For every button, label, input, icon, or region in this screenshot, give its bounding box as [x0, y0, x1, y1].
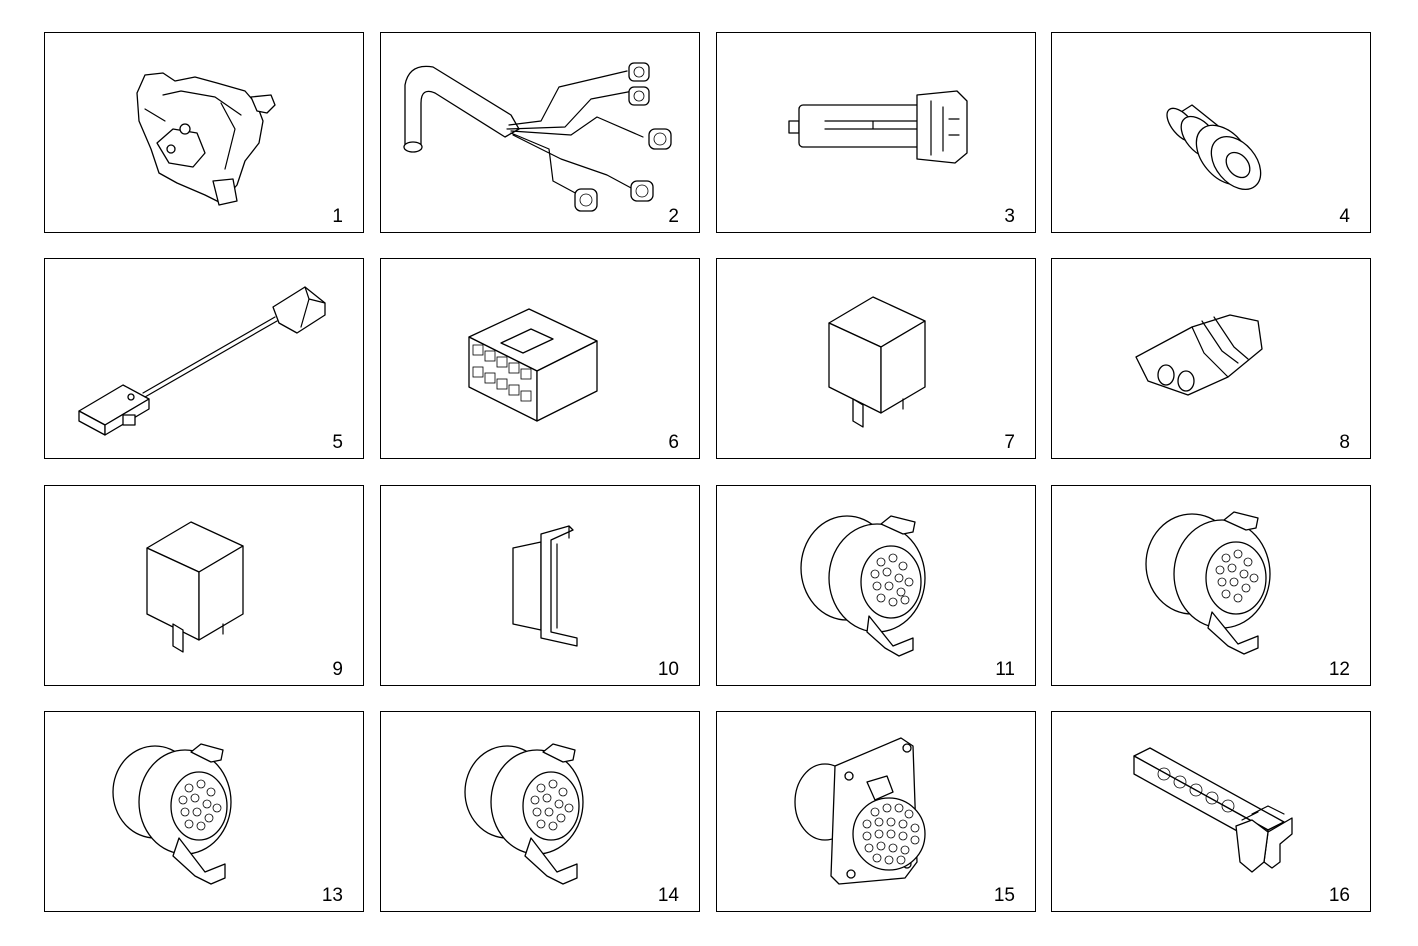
part-cell-10[interactable]: 10 — [380, 485, 700, 686]
part-cell-7[interactable]: 7 — [716, 258, 1036, 459]
panel-connector-icon — [512, 525, 578, 647]
part-number: 5 — [332, 432, 343, 453]
multi-pin-block-connector-icon — [468, 308, 598, 422]
part-number: 12 — [1328, 659, 1350, 680]
part-number: 10 — [657, 659, 679, 680]
part-number: 16 — [1328, 885, 1350, 906]
wiring-harness-icon — [403, 62, 672, 212]
circular-connector-icon — [800, 515, 926, 657]
sensor-cable-icon — [78, 286, 326, 436]
circular-connector-icon — [464, 743, 584, 885]
pin-array — [870, 553, 914, 607]
fuse-slot-row — [1157, 767, 1235, 813]
two-pin-connector-icon — [1135, 314, 1263, 396]
valve-housing-connector-icon — [136, 72, 276, 206]
part-cell-6[interactable]: 6 — [380, 258, 700, 459]
part-number: 14 — [657, 885, 679, 906]
part-cell-4[interactable]: 4 — [1051, 32, 1371, 233]
part-number: 13 — [321, 885, 343, 906]
relay-icon — [828, 296, 926, 428]
part-cell-2[interactable]: 2 — [380, 32, 700, 233]
part-number: 7 — [1004, 432, 1015, 453]
part-number: 2 — [668, 206, 679, 227]
relay-icon — [146, 521, 244, 653]
part-number: 4 — [1339, 206, 1350, 227]
part-cell-11[interactable]: 11 — [716, 485, 1036, 686]
part-number: 8 — [1339, 432, 1350, 453]
pin-array — [178, 779, 222, 831]
part-number: 15 — [993, 885, 1015, 906]
part-cell-8[interactable]: 8 — [1051, 258, 1371, 459]
pin-cavity-grid — [472, 344, 532, 402]
circular-connector-icon — [1145, 511, 1271, 655]
part-cell-15[interactable]: 15 — [716, 711, 1036, 912]
part-number: 3 — [1004, 206, 1015, 227]
round-plug-icon — [1166, 104, 1262, 190]
flange-circular-connector-icon — [794, 737, 926, 885]
fuse-holder-strip-icon — [1133, 747, 1293, 873]
part-number: 1 — [332, 206, 343, 227]
circular-connector-icon — [112, 743, 232, 885]
part-cell-9[interactable]: 9 — [44, 485, 364, 686]
part-number: 11 — [995, 659, 1015, 680]
part-cell-12[interactable]: 12 — [1051, 485, 1371, 686]
part-number: 6 — [668, 432, 679, 453]
part-cell-3[interactable]: 3 — [716, 32, 1036, 233]
inline-connector-icon — [788, 90, 968, 164]
part-cell-16[interactable]: 16 — [1051, 711, 1371, 912]
pin-array — [862, 803, 920, 865]
part-number: 9 — [332, 659, 343, 680]
part-cell-1[interactable]: 1 — [44, 32, 364, 233]
part-cell-5[interactable]: 5 — [44, 258, 364, 459]
pin-array — [530, 779, 574, 831]
part-cell-13[interactable]: 13 — [44, 711, 364, 912]
pin-array — [1215, 549, 1259, 603]
part-cell-14[interactable]: 14 — [380, 711, 700, 912]
terminal-plug-icon — [574, 62, 672, 212]
